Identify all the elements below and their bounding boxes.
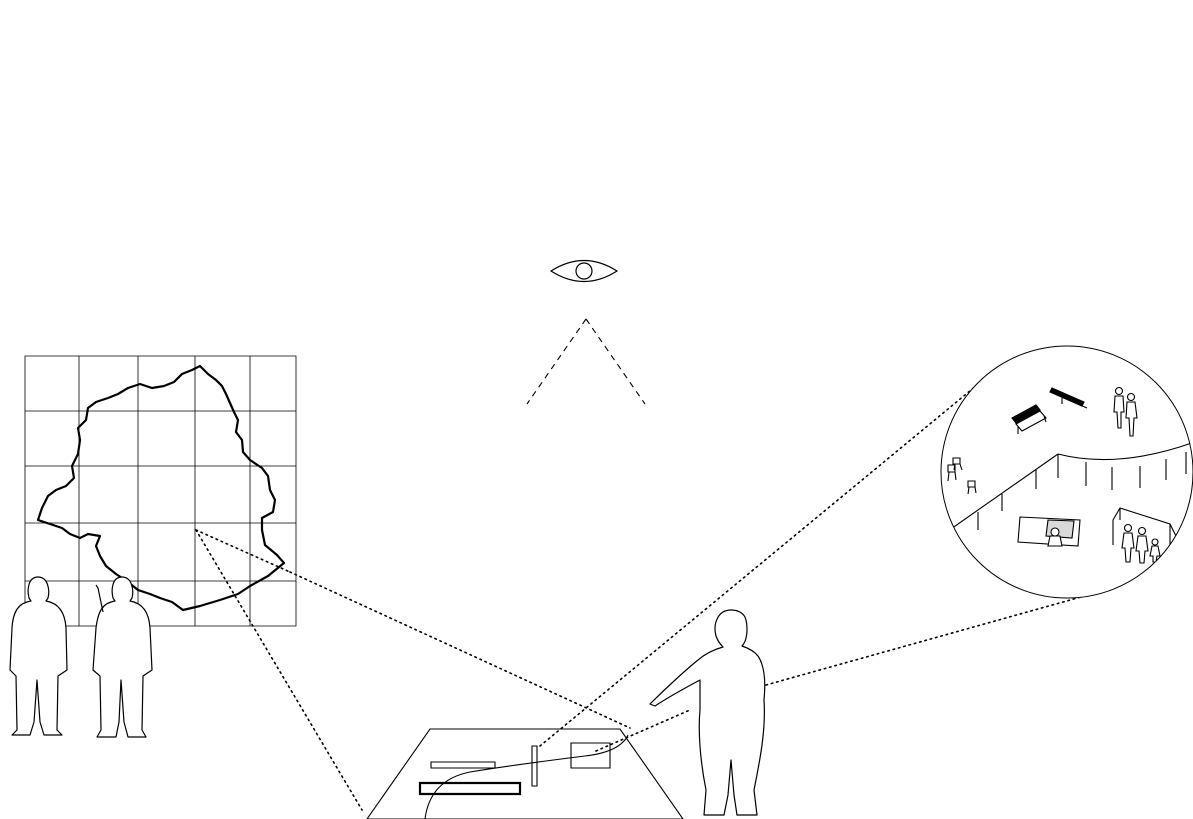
map-grid: [25, 356, 296, 626]
pedestrian-icon: [1114, 388, 1137, 437]
canopy-curve: [1058, 440, 1193, 460]
viewing-cone: [527, 319, 645, 404]
planning-table-model: [367, 729, 683, 819]
chair-icon: [953, 458, 962, 470]
person-silhouette: [93, 577, 152, 737]
bench-icon: [1050, 388, 1087, 408]
pointing-person: [650, 610, 765, 815]
street-scene-magnifier: [938, 346, 1193, 598]
chair-icon: [948, 465, 956, 481]
city-boundary: [38, 366, 284, 610]
pointing-arm: [96, 585, 103, 612]
sightlines: [196, 376, 1106, 810]
gridded-map: [25, 356, 296, 626]
ground-edge: [938, 454, 1058, 538]
chair-icon: [968, 481, 976, 494]
standing-viewers: [10, 577, 152, 737]
pedestrian-group-icon: [1122, 525, 1160, 564]
eye-icon: [551, 261, 617, 282]
canopy-posts: [978, 452, 1186, 530]
person-silhouette: [10, 577, 67, 735]
bench-icon: [1012, 405, 1046, 434]
market-stall: [1018, 517, 1080, 546]
